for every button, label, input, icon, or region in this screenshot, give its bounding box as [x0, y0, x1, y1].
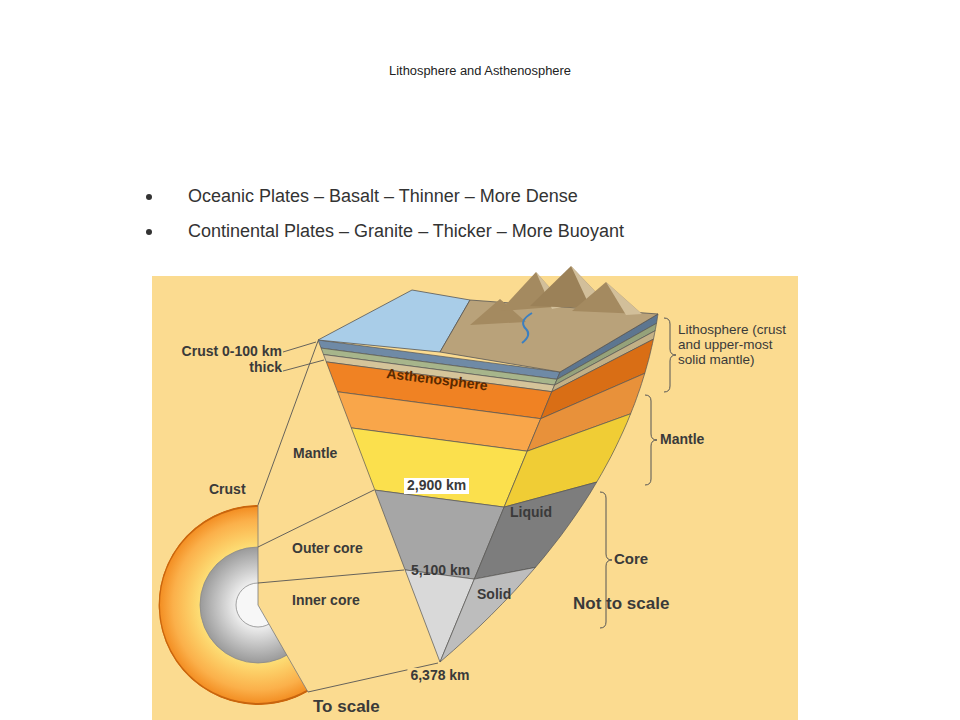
bullet-text: Continental Plates – Granite – Thicker –…	[166, 221, 624, 241]
layer-label: Crust 0-100 km thick	[176, 344, 282, 375]
surface-block	[318, 266, 658, 372]
slide-title: Lithosphere and Asthenosphere	[0, 64, 960, 78]
layer-label: Lithosphere (crust and upper-most solid …	[678, 322, 796, 367]
depth-label: 2,900 km	[404, 478, 469, 494]
panel-background	[152, 276, 798, 720]
scale-note: Not to scale	[573, 594, 669, 613]
layer-label: Outer core	[289, 541, 366, 557]
layer-label: Inner core	[289, 593, 363, 609]
earth-layer	[474, 482, 596, 579]
layer-label: Liquid	[510, 505, 552, 521]
bullet-text: Oceanic Plates – Basalt – Thinner – More…	[166, 186, 578, 206]
layer-label: Solid	[477, 587, 511, 603]
depth-label: 5,100 km	[411, 563, 470, 579]
brackets	[600, 318, 676, 628]
depth-label: 6,378 km	[407, 668, 472, 684]
layer-label: Crust	[206, 482, 249, 498]
layer-label: Core	[614, 551, 648, 568]
scale-note: To scale	[313, 697, 380, 716]
layer-label: Mantle	[290, 446, 340, 462]
earth-layer	[440, 567, 535, 662]
layer-label: Mantle	[660, 432, 704, 448]
